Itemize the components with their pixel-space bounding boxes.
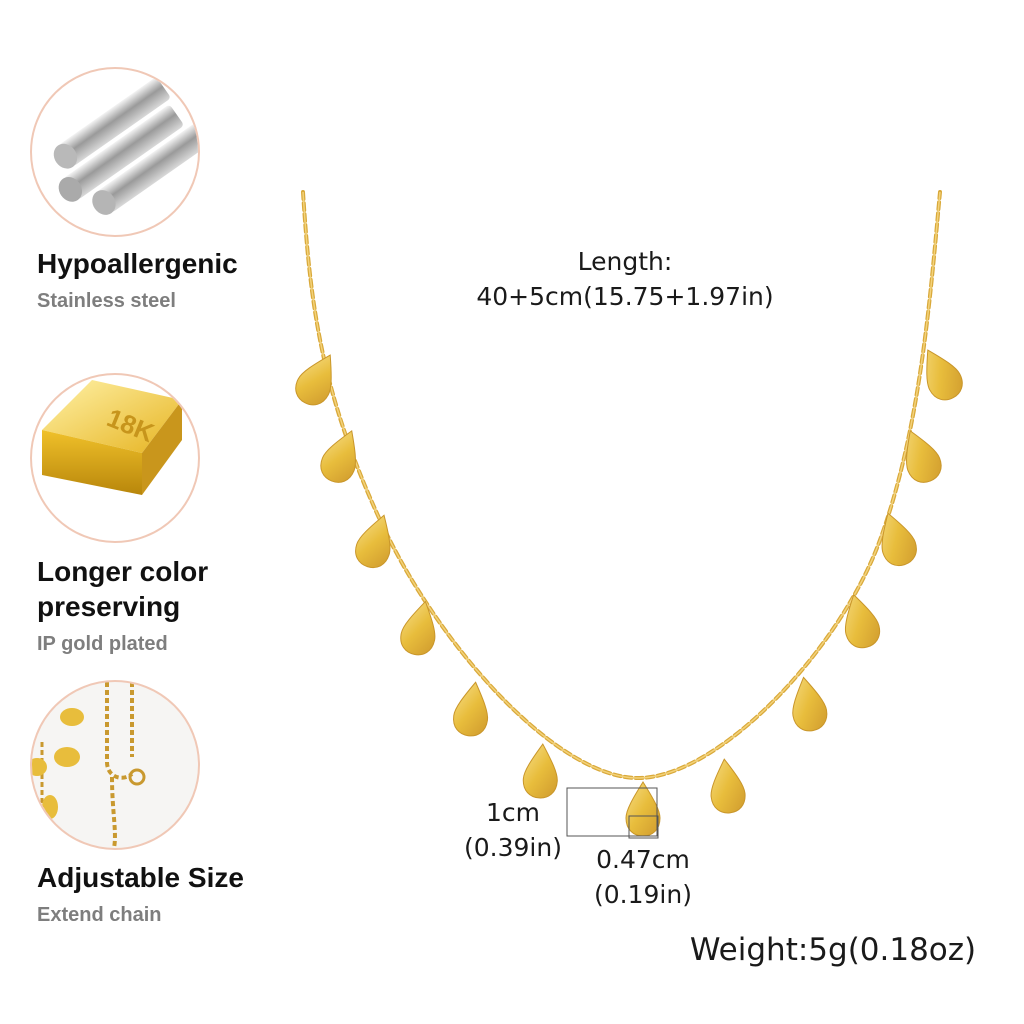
teardrop-charm: [792, 676, 828, 732]
weight-label: Weight:5g(0.18oz): [689, 932, 977, 968]
feature-subtitle-gold-plated: IP gold plated: [37, 633, 168, 655]
teardrop-charm: [881, 512, 917, 567]
drop-height-label: 1cm: [485, 798, 540, 827]
teardrop-charm: [320, 430, 356, 483]
teardrop-charm: [625, 781, 661, 837]
teardrop-charm: [844, 593, 881, 649]
steel-rods-icon: [53, 78, 198, 215]
feature-title-hypoallergenic: Hypoallergenic: [37, 248, 238, 279]
teardrop-charm: [355, 514, 391, 569]
drop-width-inch-label: (0.19in): [594, 880, 692, 909]
extend-chain-image: [30, 680, 200, 850]
measure-height-box: [566, 787, 658, 837]
extend-chain-icon: [32, 682, 146, 848]
drop-height-inch-label: (0.39in): [464, 833, 562, 862]
measure-width-box: [628, 815, 659, 839]
teardrop-charm: [522, 743, 558, 799]
teardrop-charm: [710, 758, 746, 814]
feature-subtitle-extend-chain: Extend chain: [37, 904, 162, 926]
feature-title-color-preserving: Longer color preserving: [37, 556, 209, 622]
teardrop-charm: [400, 600, 436, 656]
length-value: 40+5cm(15.75+1.97in): [476, 282, 774, 311]
gold-bar-icon: 18K: [42, 380, 182, 495]
feature-subtitle-stainless-steel: Stainless steel: [37, 290, 176, 312]
feature-title-adjustable-size: Adjustable Size: [37, 862, 244, 893]
length-label: Length:: [577, 247, 673, 276]
teardrop-charm: [453, 681, 489, 737]
drop-width-label: 0.47cm: [596, 845, 690, 874]
teardrop-charms: [295, 349, 963, 837]
gold-bar-image: 18K: [30, 373, 200, 543]
teardrop-charm: [295, 354, 332, 406]
teardrop-charm: [926, 349, 963, 401]
steel-rods-image: [30, 67, 200, 237]
teardrop-charm: [906, 430, 942, 483]
